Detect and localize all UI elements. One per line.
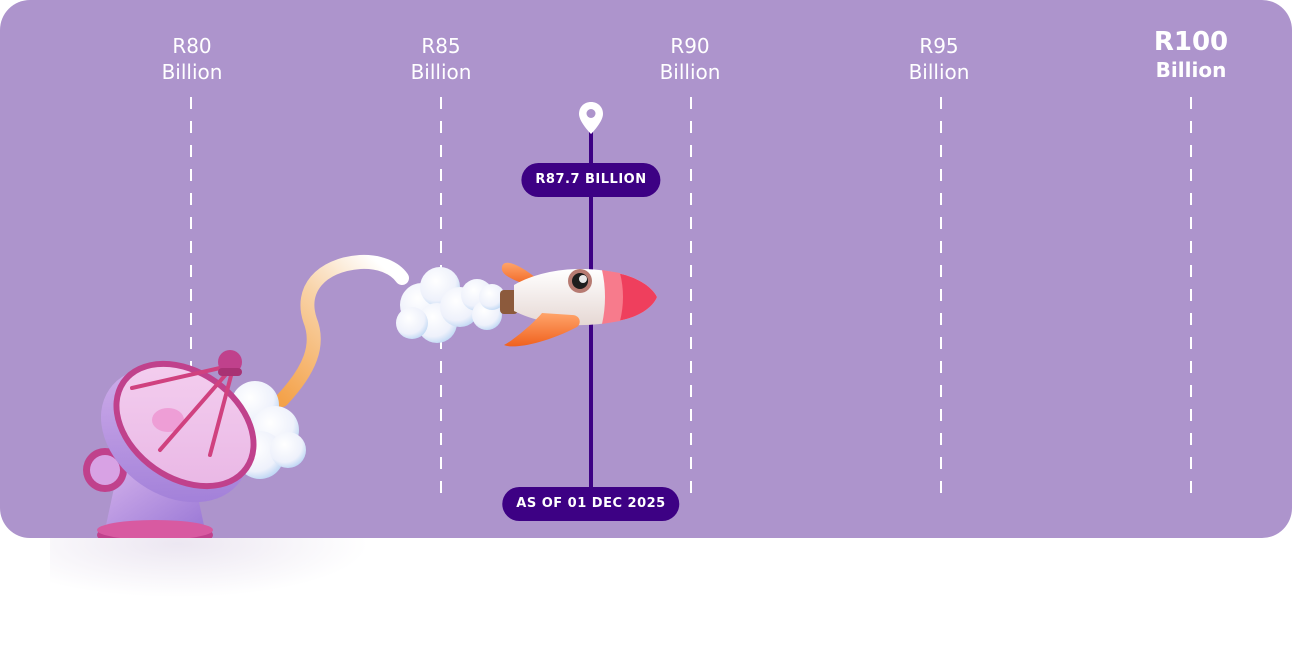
progress-panel: R80 Billion R85 Billion R90 Billion R95 …: [0, 0, 1292, 538]
tick-unit: Billion: [659, 60, 721, 84]
tick-unit: Billion: [908, 60, 970, 84]
tick-value: R80: [172, 34, 212, 58]
tick-value: R85: [421, 34, 461, 58]
tick-unit: Billion: [410, 60, 472, 84]
tick-unit: Billion: [1155, 58, 1227, 82]
location-pin-icon: [579, 102, 603, 134]
gridline-r90: [690, 97, 692, 501]
rocket-illustration: [396, 262, 657, 347]
tick-value: R100: [1153, 27, 1229, 57]
current-value-badge: R87.7 BILLION: [521, 163, 661, 197]
tick-value: R95: [919, 34, 959, 58]
floor-shadow: [50, 538, 370, 598]
smoke-trail-illustration: [275, 254, 409, 407]
tick-value: R90: [670, 34, 710, 58]
satellite-dish-illustration: [83, 350, 306, 538]
as-of-date-badge: AS OF 01 DEC 2025: [502, 487, 680, 521]
tick-unit: Billion: [161, 60, 223, 84]
gridline-r100: [1190, 97, 1192, 501]
gridline-r80: [190, 97, 192, 501]
gridline-r95: [940, 97, 942, 501]
